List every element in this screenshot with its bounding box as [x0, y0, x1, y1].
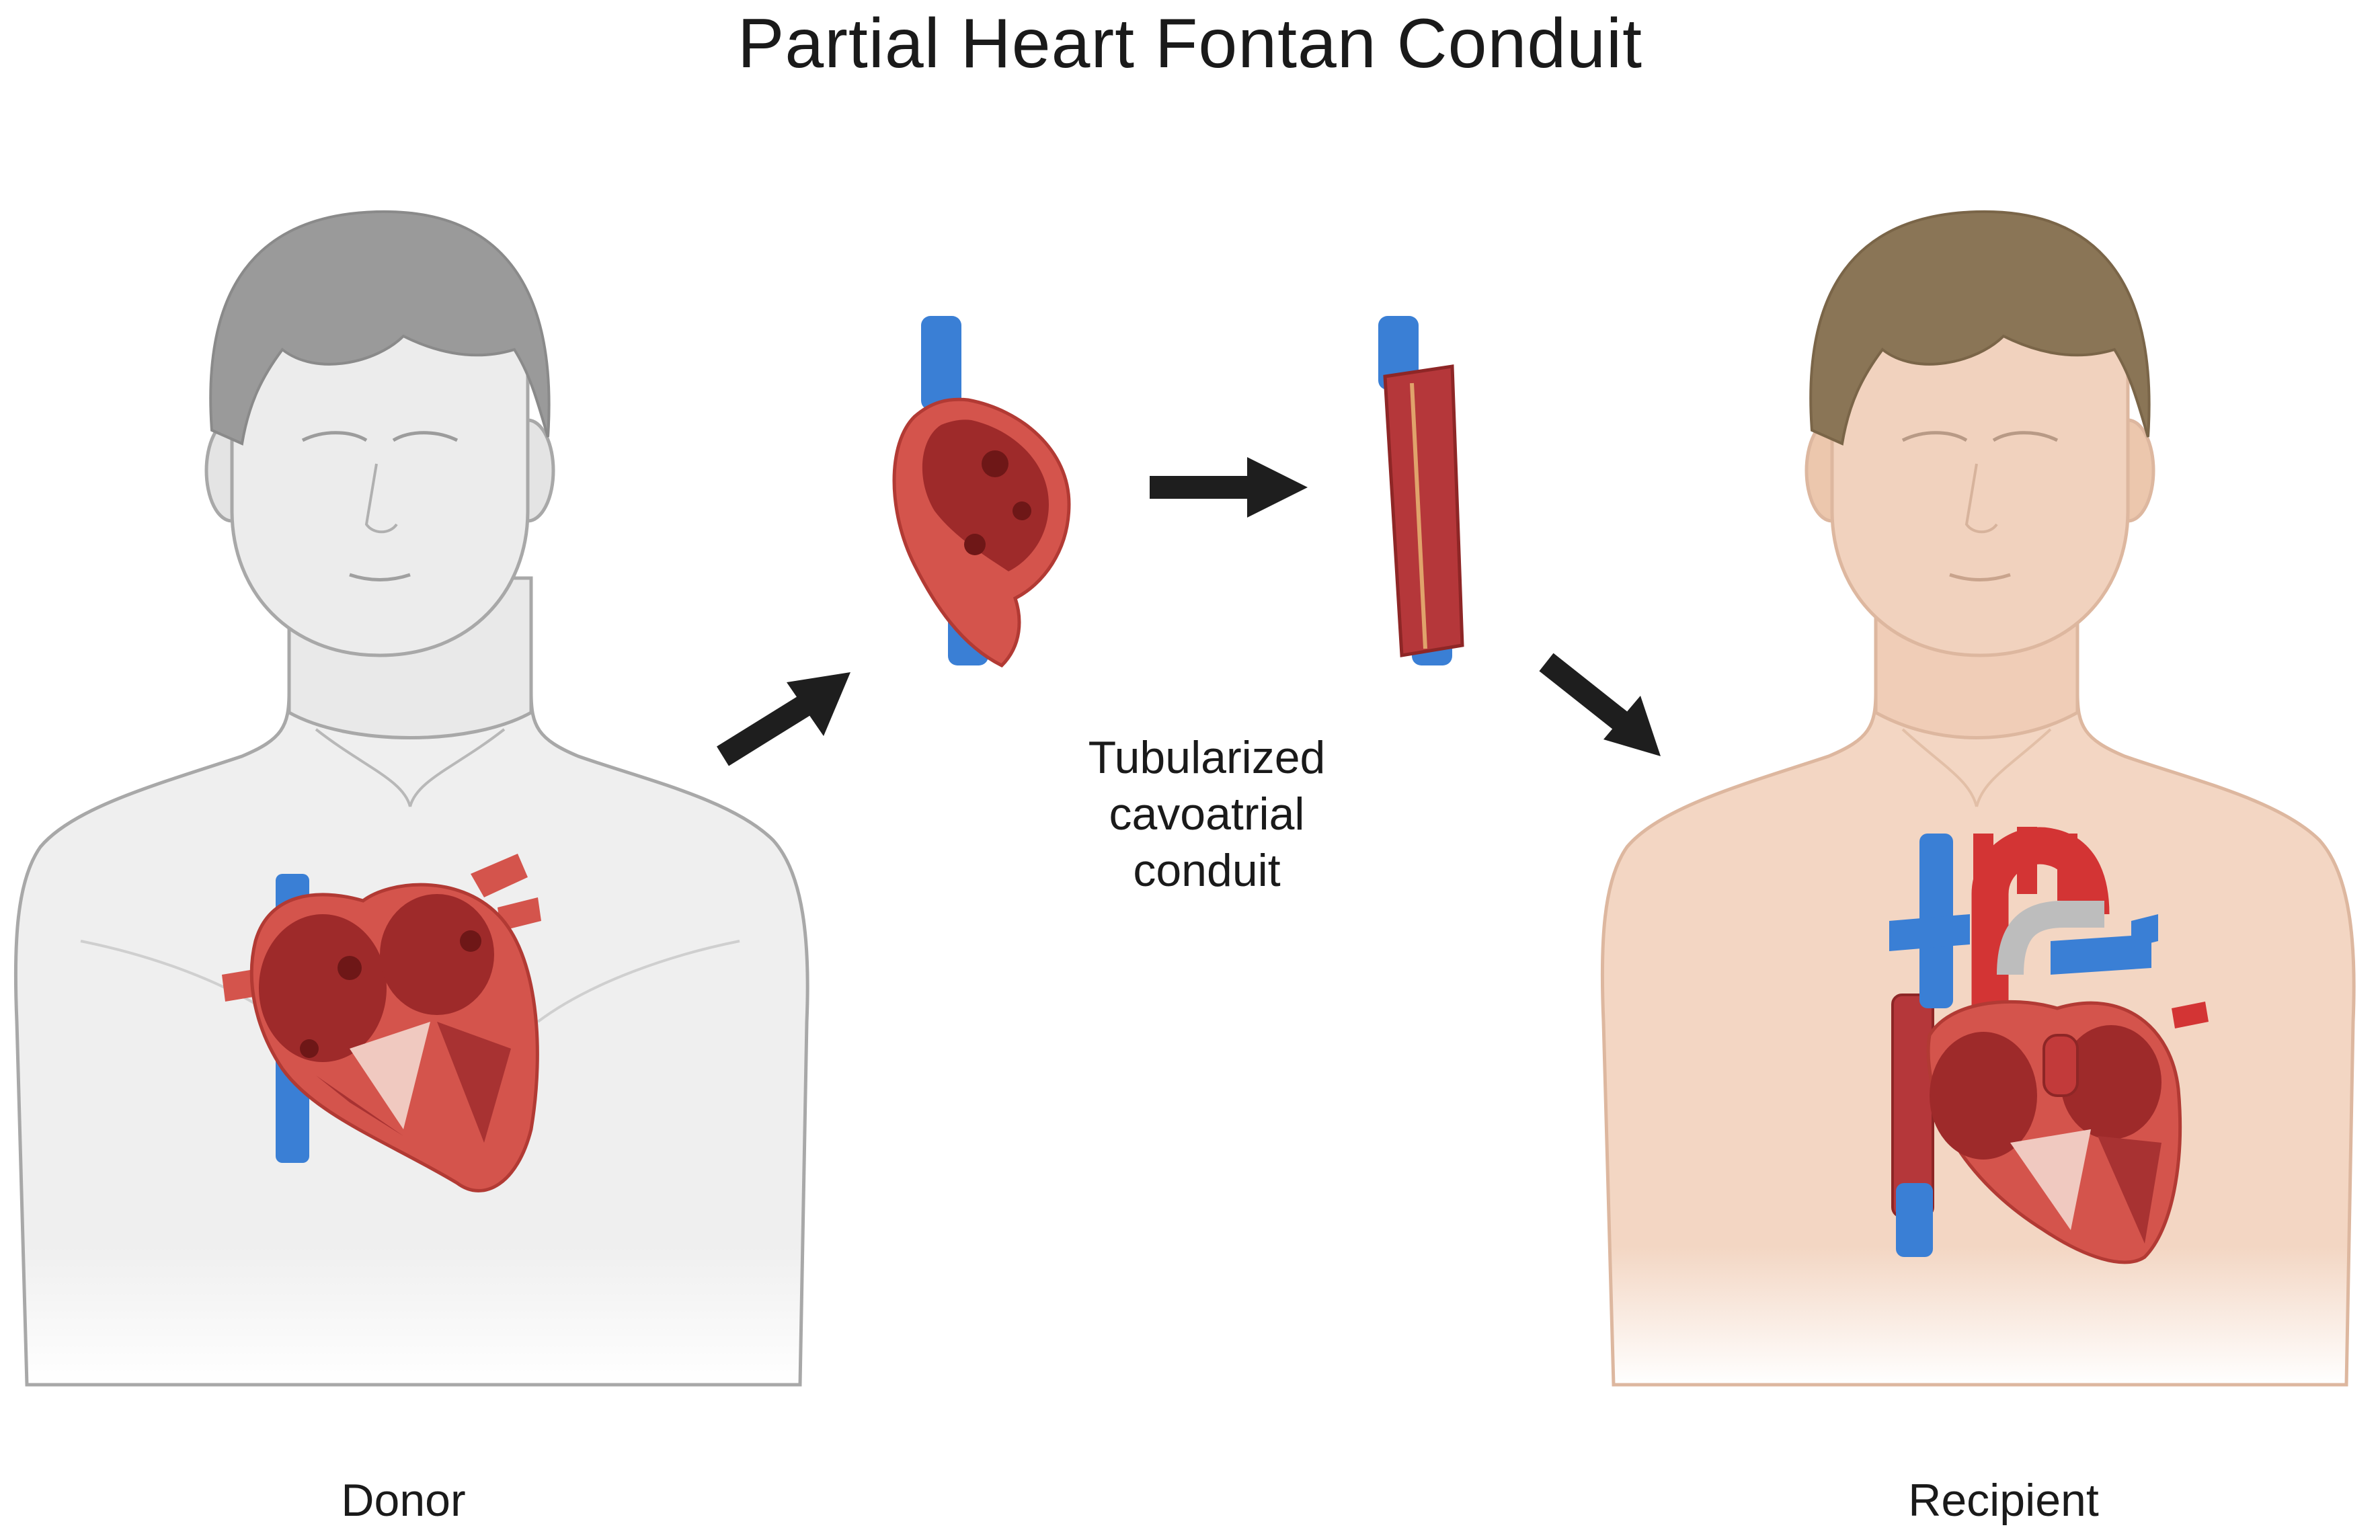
arrow-tissue-to-conduit-icon	[1150, 457, 1308, 518]
recipient-hair	[1809, 210, 2151, 446]
conduit-caption-line-1: Tubularized	[1088, 732, 1326, 783]
tubularized-conduit	[1378, 316, 1464, 665]
recipient-heart	[1889, 827, 2209, 1264]
arrow-donor-to-tissue-icon	[717, 672, 850, 766]
recipient-figure	[1600, 210, 2356, 1387]
conduit-caption: Tubularized cavoatrial conduit	[995, 729, 1419, 899]
donor-hair	[209, 210, 551, 446]
diagram-title: Partial Heart Fontan Conduit	[737, 5, 1643, 83]
cavoatrial-tissue	[892, 316, 1071, 668]
recipient-label: Recipient	[1908, 1475, 2099, 1526]
conduit-caption-line-2: cavoatrial	[1109, 788, 1305, 840]
donor-label: Donor	[341, 1475, 466, 1526]
donor-figure	[13, 210, 809, 1387]
arrow-conduit-to-recipient-icon	[1539, 653, 1661, 756]
conduit-caption-line-3: conduit	[1133, 845, 1281, 896]
donor-heart	[222, 854, 541, 1192]
